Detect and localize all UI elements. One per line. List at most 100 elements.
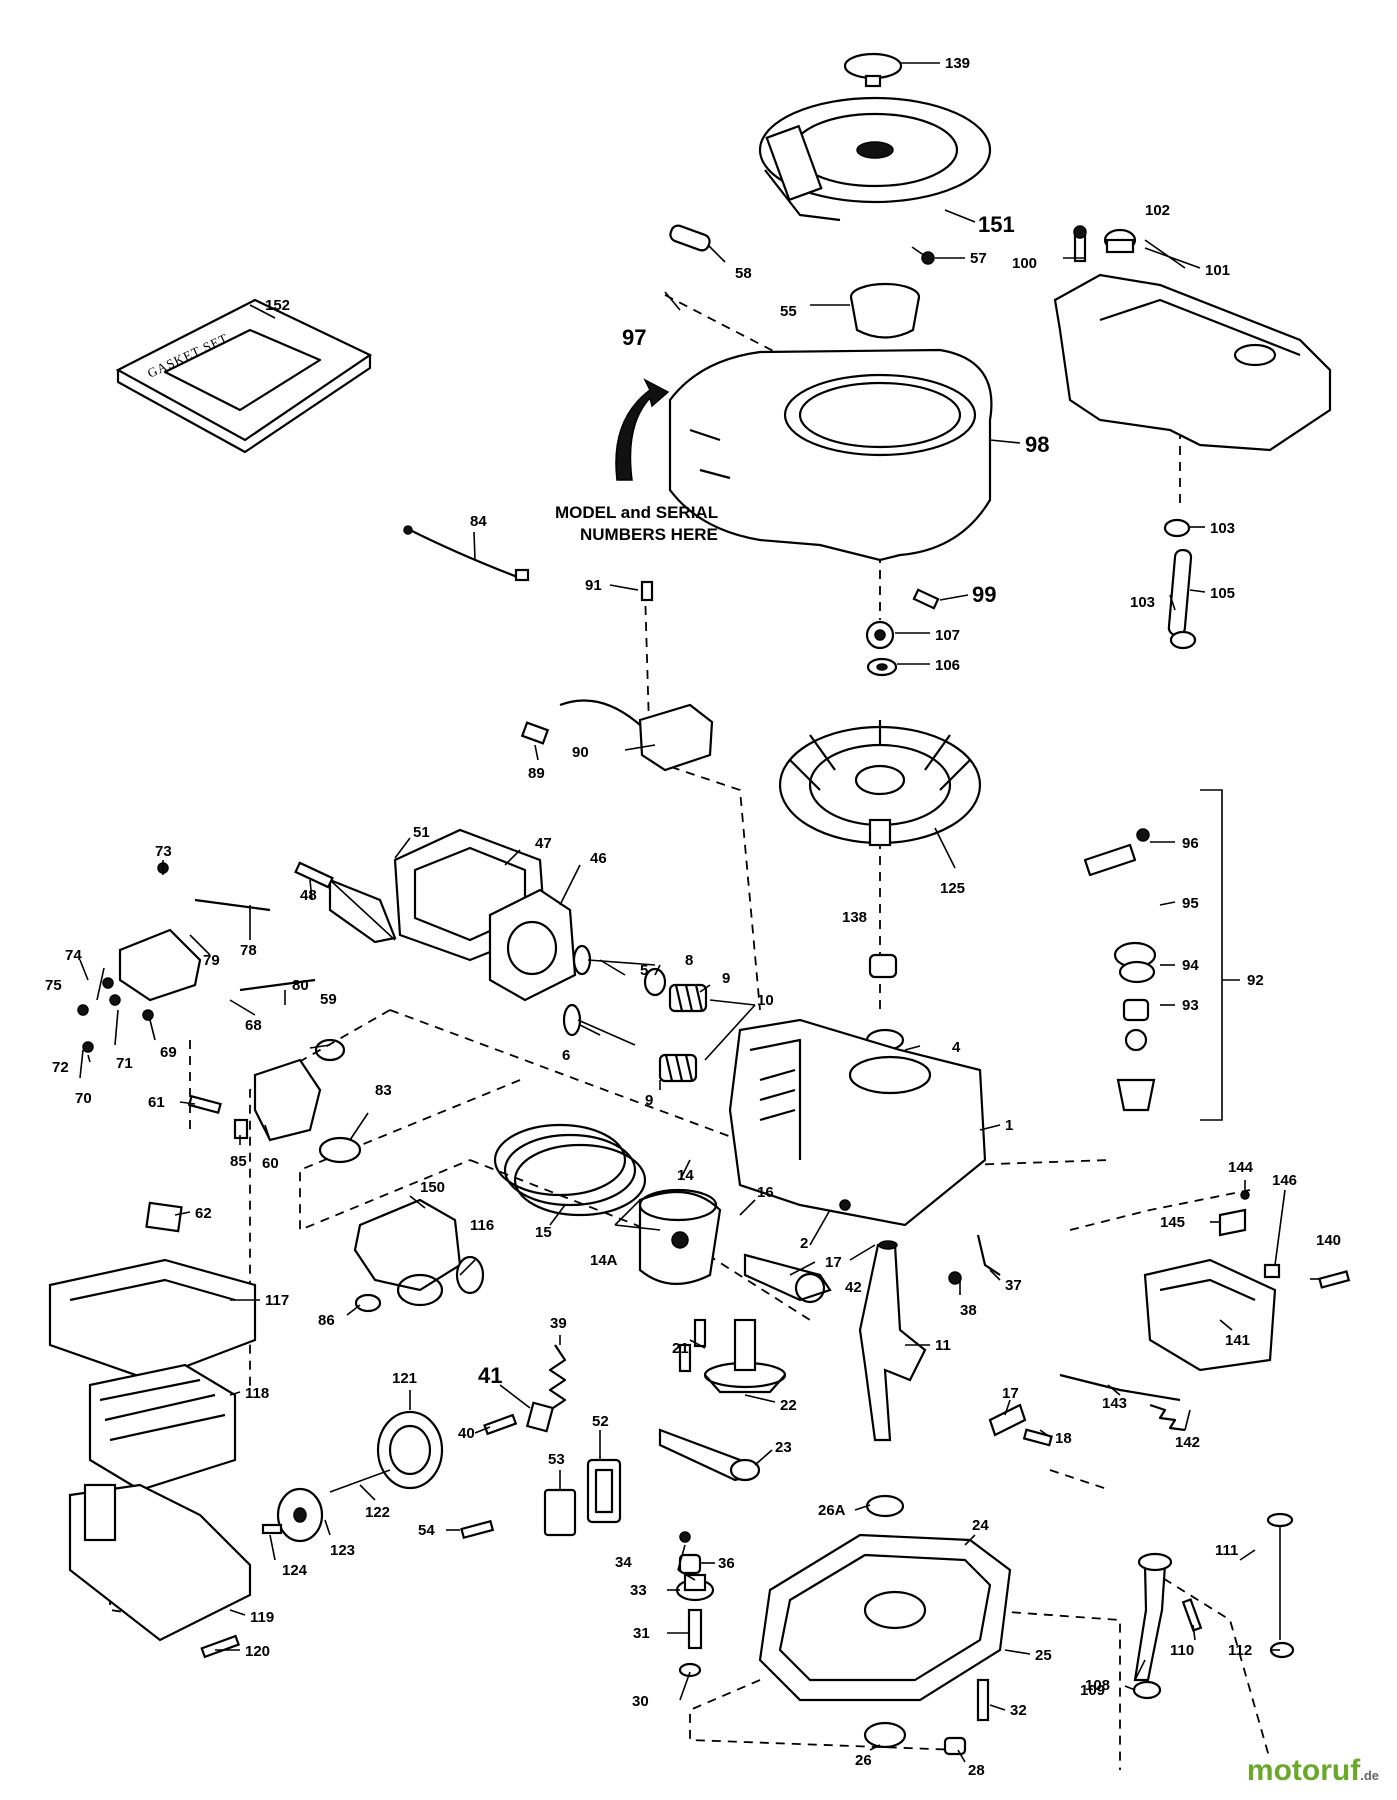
gasket-52-icon [586, 1458, 622, 1524]
watermark-logo: motoruf.de [1247, 1756, 1379, 1786]
label-17a: 17 [825, 1254, 842, 1271]
screw-100-icon [1073, 225, 1087, 263]
spring-142-icon [1149, 1403, 1186, 1432]
label-99: 99 [972, 582, 996, 607]
label-141: 141 [1225, 1332, 1250, 1349]
sleeve-36-icon [678, 1553, 702, 1575]
plug-28-icon [943, 1736, 967, 1756]
label-73: 73 [155, 843, 172, 860]
label-85: 85 [230, 1153, 247, 1170]
link-143-icon [1059, 1373, 1181, 1402]
fuel-tank-icon [1053, 273, 1332, 452]
label-121: 121 [392, 1370, 417, 1387]
head-gasket-icon [488, 888, 577, 1002]
watermark-tld: .de [1360, 1768, 1379, 1783]
note-line-1: MODEL and SERIAL [555, 503, 718, 522]
label-125: 125 [940, 880, 965, 897]
label-143: 143 [1102, 1395, 1127, 1412]
oil-fill-group-icon [1083, 789, 1240, 1121]
screw-99-icon [912, 588, 940, 610]
label-40: 40 [458, 1425, 475, 1442]
label-75: 75 [45, 977, 62, 994]
label-74: 74 [65, 947, 82, 964]
label-16: 16 [757, 1184, 774, 1201]
label-119: 119 [250, 1609, 274, 1626]
label-11: 11 [935, 1337, 951, 1354]
carburetor-icon [353, 1198, 462, 1307]
label-21: 21 [672, 1340, 689, 1357]
seal-26-icon [863, 1721, 907, 1749]
label-84: 84 [470, 513, 487, 530]
label-124: 124 [282, 1562, 308, 1579]
label-122: 122 [365, 1504, 390, 1521]
callout-labels: 139 151 58 57 55 97 152 98 100 102 101 1… [45, 55, 1341, 1779]
label-71: 71 [116, 1055, 133, 1072]
label-151: 151 [978, 212, 1015, 237]
label-106: 106 [935, 657, 960, 674]
label-110: 110 [1170, 1642, 1194, 1659]
screw-120-icon [200, 1634, 241, 1659]
seal-26A-icon [865, 1494, 905, 1518]
governor-cup-icon [675, 1573, 715, 1602]
fuel-cap-icon [1103, 228, 1137, 254]
blower-housing-icon [668, 348, 993, 562]
label-10: 10 [757, 992, 774, 1009]
label-59: 59 [320, 991, 337, 1008]
dipstick-tube-icon [1133, 1552, 1173, 1682]
nut-icon [865, 620, 895, 650]
label-117: 117 [265, 1292, 289, 1309]
label-26: 26 [855, 1752, 872, 1769]
label-5: 5 [640, 962, 648, 979]
label-28: 28 [968, 1762, 985, 1779]
label-152: 152 [265, 297, 290, 314]
intake-gasket-icon [318, 1136, 362, 1164]
label-107: 107 [935, 627, 960, 644]
valve-spring-icon-2 [658, 1053, 698, 1083]
bushing-138-icon [868, 953, 898, 979]
valve-retainer-icon [643, 967, 667, 997]
flywheel-icon [778, 720, 982, 847]
label-145: 145 [1160, 1214, 1185, 1231]
lever-145-icon [1218, 1208, 1247, 1237]
label-55: 55 [780, 303, 797, 320]
label-6: 6 [562, 1047, 570, 1064]
note-line-2: NUMBERS HERE [580, 525, 718, 544]
label-139: 139 [945, 55, 970, 72]
label-2: 2 [800, 1235, 808, 1252]
screw-140-icon [1318, 1270, 1351, 1289]
washer-30-icon [678, 1662, 702, 1678]
label-1: 1 [1005, 1117, 1013, 1134]
label-15: 15 [535, 1224, 552, 1241]
starter-cup-icon [849, 282, 921, 339]
rewind-starter-icon [758, 96, 992, 222]
label-96: 96 [1182, 835, 1199, 852]
ground-wire-icon [403, 525, 530, 582]
label-53: 53 [548, 1451, 565, 1468]
label-78: 78 [240, 942, 257, 959]
pointer-arrow-icon [615, 378, 670, 481]
label-86: 86 [318, 1312, 335, 1329]
crankcase-cover-icon [758, 1533, 1012, 1702]
label-108: 108 [1085, 1677, 1110, 1694]
screw-54-icon [460, 1519, 495, 1540]
shield-123-icon [276, 1487, 324, 1543]
label-101: 101 [1205, 262, 1230, 279]
label-97: 97 [622, 325, 646, 350]
label-118: 118 [245, 1385, 269, 1402]
bracket-41-icon [525, 1401, 555, 1433]
label-150: 150 [420, 1179, 445, 1196]
air-filter-base-icon [68, 1483, 252, 1642]
pin-icon [669, 224, 711, 252]
label-47: 47 [535, 835, 552, 852]
cap-icon [843, 52, 903, 88]
link-17b-icon [988, 1403, 1027, 1437]
label-102: 102 [1145, 202, 1170, 219]
label-116: 116 [470, 1217, 494, 1234]
label-39: 39 [550, 1315, 567, 1332]
dipstick-icon [1266, 1512, 1294, 1640]
washer-icon [866, 657, 898, 677]
breather-tube-icon [976, 1234, 1001, 1276]
label-138: 138 [842, 909, 867, 926]
bolt-32-icon [976, 1678, 990, 1722]
label-46: 46 [590, 850, 607, 867]
